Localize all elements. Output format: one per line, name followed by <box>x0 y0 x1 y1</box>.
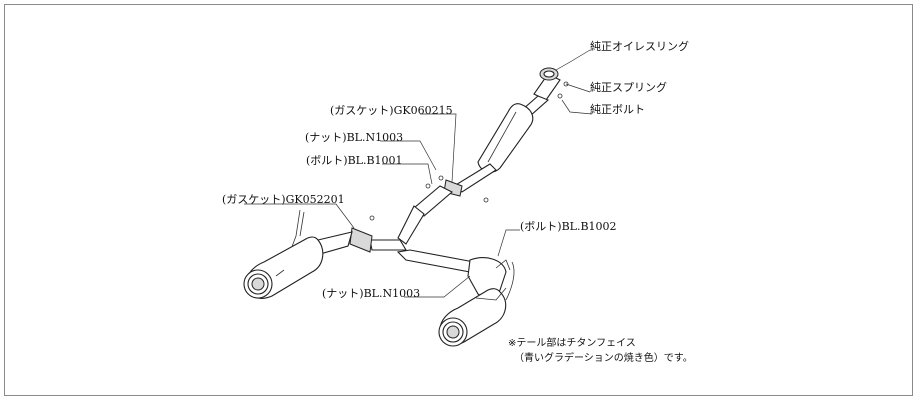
label-nut-bottom: (ナット)BL.N1003 <box>322 287 421 300</box>
center-resonator <box>477 103 534 173</box>
label-nut-top: (ナット)BL.N1003 <box>305 131 404 144</box>
tail-note: ※テール部はチタンフェイス （青いグラデーションの焼き色）です。 <box>508 336 693 366</box>
tail-note-line2: （青いグラデーションの焼き色）です。 <box>514 353 693 364</box>
left-branch <box>289 209 407 255</box>
label-stock-bolt: 純正ボルト <box>590 103 645 116</box>
label-gasket-gk060215: (ガスケット)GK060215 <box>330 104 453 117</box>
leader-lines <box>244 49 593 298</box>
diagram-frame <box>4 4 913 396</box>
right-muffler <box>438 287 507 347</box>
label-spring: 純正スプリング <box>590 81 667 94</box>
tail-note-line1: ※テール部はチタンフェイス <box>508 338 636 349</box>
label-gasket-gk052201: (ガスケット)GK052201 <box>222 193 345 206</box>
right-branch <box>396 249 515 301</box>
left-muffler <box>243 236 324 299</box>
label-oil-ring: 純正オイレスリング <box>590 40 689 53</box>
label-bolt-b1001: (ボルト)BL.B1001 <box>306 154 403 167</box>
label-bolt-b1002: (ボルト)BL.B1002 <box>520 220 617 233</box>
center-pipe <box>397 163 497 245</box>
hardware-parts <box>369 81 569 221</box>
